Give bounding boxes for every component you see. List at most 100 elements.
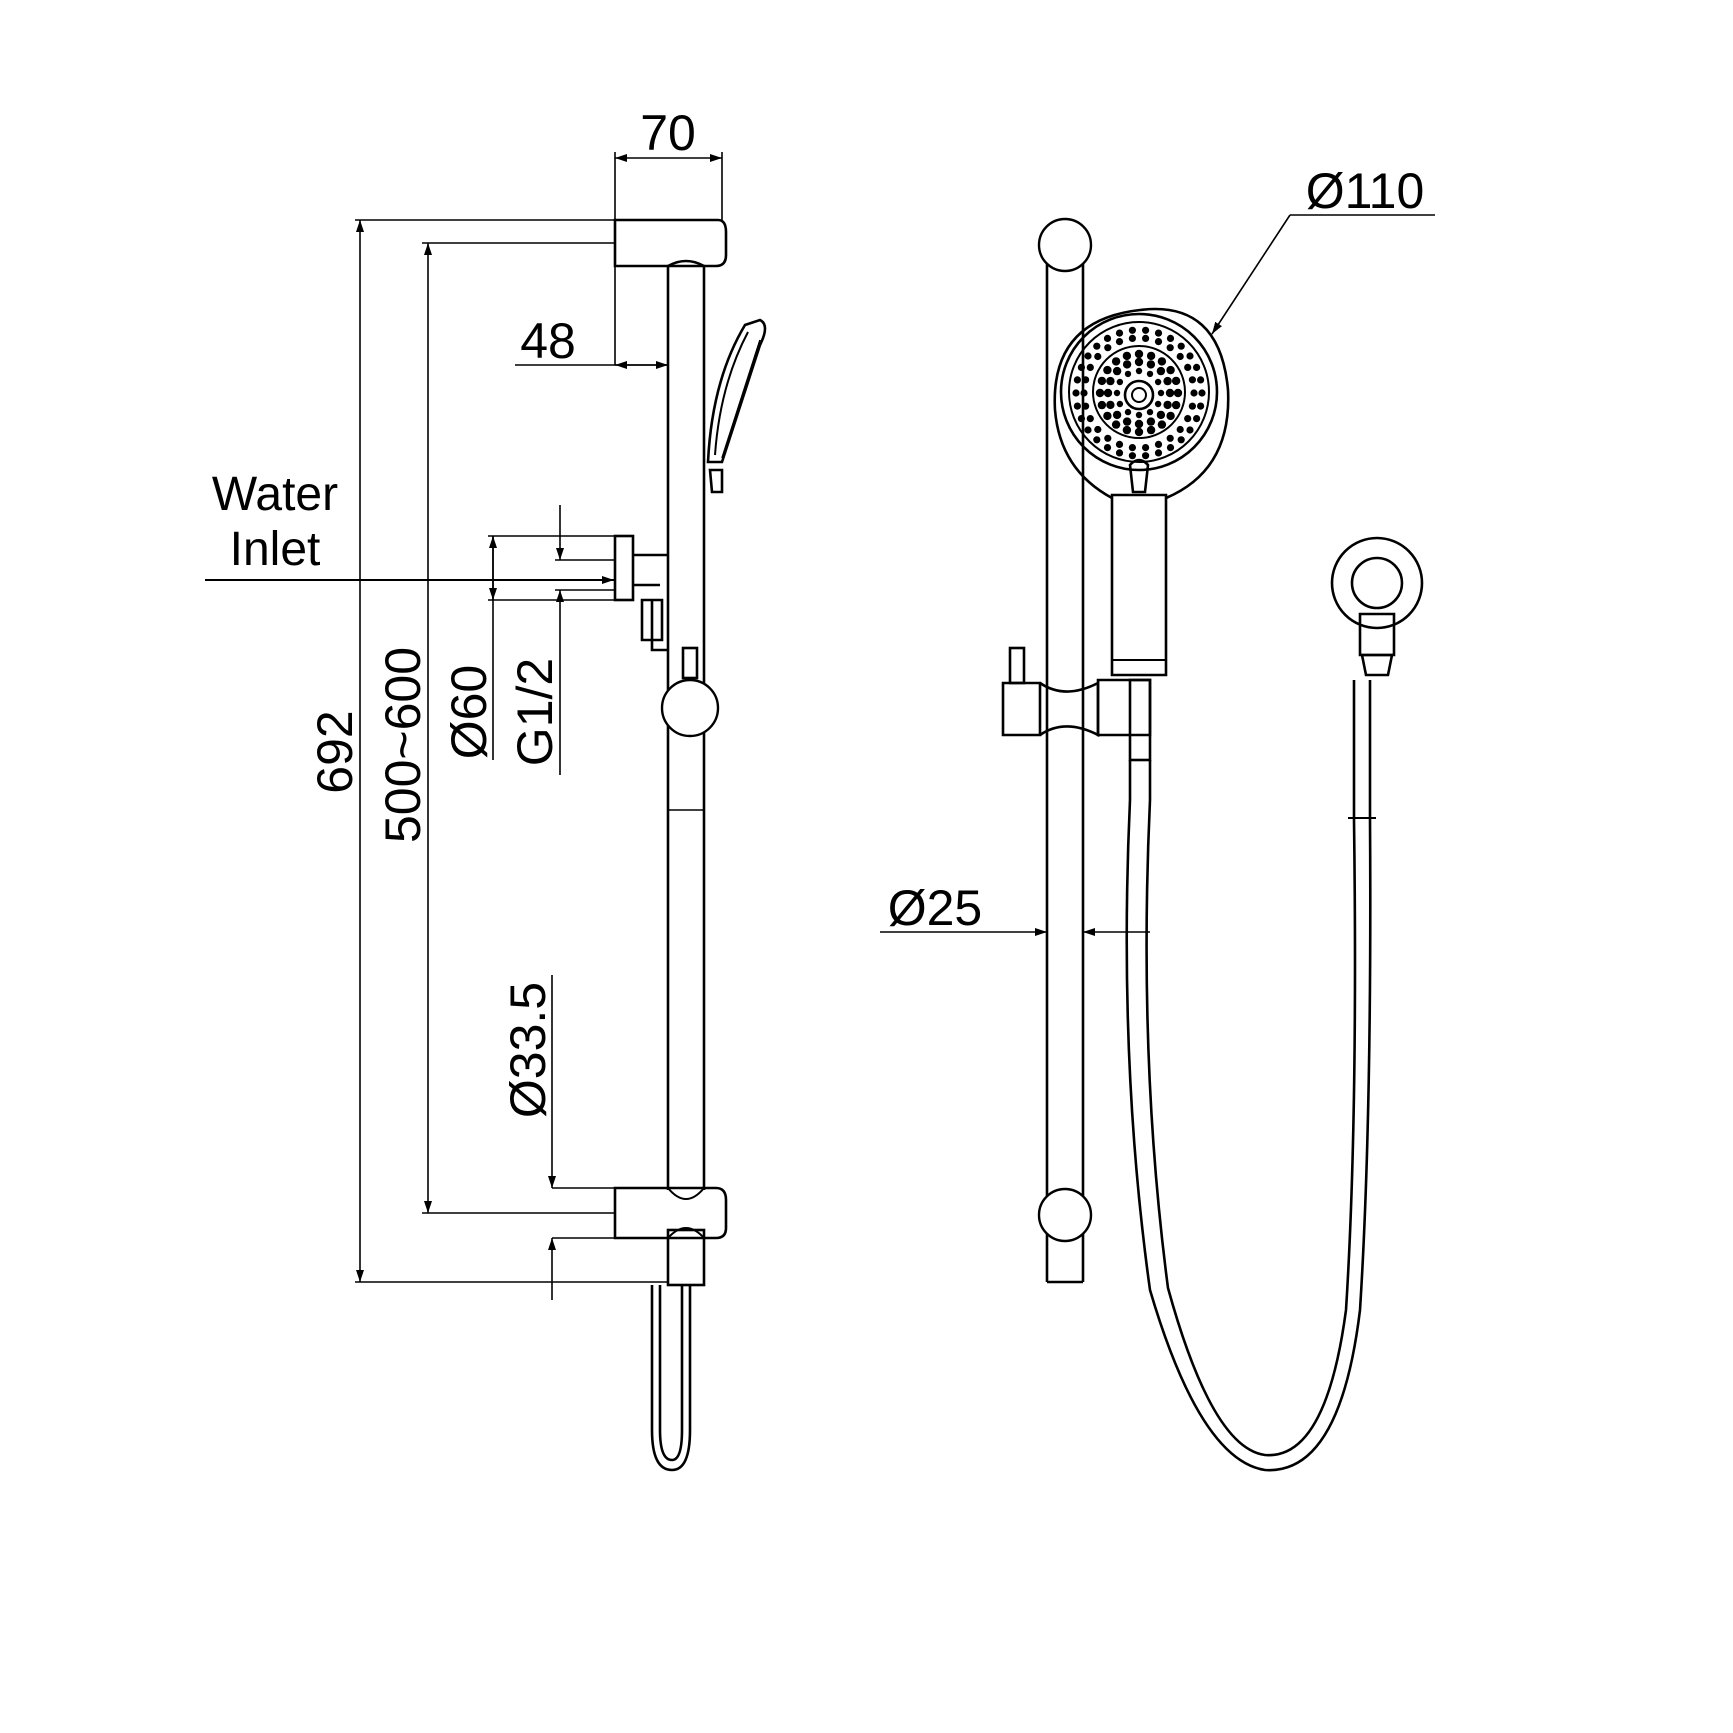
dim-flange-diameter: Ø60 [441, 535, 615, 760]
spray-hole [1122, 360, 1132, 369]
spray-hole [1112, 410, 1122, 420]
dim-label-33-5: Ø33.5 [500, 982, 556, 1118]
spray-hole [1188, 376, 1196, 384]
spray-hole [1142, 334, 1150, 342]
spray-hole [1171, 400, 1181, 410]
spray-hole [1080, 389, 1088, 397]
dim-rail-diameter: Ø25 [880, 880, 1150, 936]
wall-outlet [1330, 536, 1424, 677]
spray-hole [1135, 367, 1143, 375]
spray-hole [1095, 388, 1105, 398]
spray-hole [1156, 410, 1166, 420]
dim-bracket-diameter: Ø33.5 [500, 975, 615, 1300]
spray-hole [1142, 444, 1150, 452]
spray-hole [1094, 425, 1102, 434]
spray-hole [1115, 440, 1124, 448]
spray-hole [1134, 427, 1144, 437]
spray-hole [1166, 365, 1175, 375]
spray-hole [1146, 425, 1156, 435]
spray-hole [1146, 360, 1156, 369]
spray-hole [1157, 357, 1167, 366]
front-hose [1125, 680, 1376, 1472]
spray-hole [1086, 415, 1094, 423]
spray-hole [1166, 444, 1175, 452]
spray-hole [1146, 408, 1154, 416]
front-shower-head [1053, 307, 1230, 500]
dim-label-110: Ø110 [1306, 163, 1425, 219]
dim-thread: G1/2 [507, 505, 615, 775]
dim-head-diameter: Ø110 [1211, 163, 1435, 335]
side-hose [650, 1228, 706, 1472]
spray-hole [1186, 352, 1194, 360]
spray-hole [1072, 389, 1080, 397]
dim-rail-offset: 48 [515, 266, 668, 369]
spray-hole [1156, 366, 1166, 376]
spray-hole [1166, 434, 1174, 442]
spray-hole [1115, 329, 1124, 337]
spray-hole [1104, 434, 1112, 442]
spray-hole [1166, 411, 1175, 421]
spray-hole [1193, 415, 1201, 423]
side-shower-head [706, 318, 767, 494]
spray-hole [1146, 370, 1154, 378]
spray-hole [1198, 389, 1206, 397]
spray-hole [1097, 400, 1107, 410]
spray-hole [1104, 344, 1112, 352]
spray-hole [1115, 449, 1124, 457]
spray-hole [1116, 400, 1124, 408]
spray-holes [1072, 326, 1206, 460]
spray-hole [1134, 357, 1144, 367]
spray-hole [1094, 352, 1102, 361]
spray-hole [1154, 400, 1162, 408]
spray-hole [1154, 329, 1163, 337]
spray-hole [1115, 338, 1124, 346]
spray-hole [1093, 342, 1101, 350]
spray-hole [1166, 334, 1175, 342]
spray-hole [1111, 357, 1121, 366]
spray-hole [1128, 334, 1136, 342]
spray-hole [1111, 420, 1121, 429]
top-bracket [613, 218, 728, 268]
spray-hole [1193, 363, 1201, 371]
spray-hole [1116, 378, 1124, 386]
spray-hole [1188, 402, 1196, 410]
spray-hole [1173, 388, 1183, 398]
spray-hole [1073, 376, 1081, 384]
spray-hole [1171, 376, 1181, 386]
dim-top-width: 70 [614, 105, 723, 220]
spray-hole [1077, 415, 1085, 423]
front-handle [1110, 493, 1168, 762]
spray-hole [1197, 402, 1205, 410]
spray-hole [1197, 376, 1205, 384]
spray-hole [1176, 352, 1184, 361]
spray-hole [1103, 444, 1112, 452]
spray-hole [1106, 376, 1115, 386]
dim-label-25: Ø25 [888, 880, 983, 936]
bottom-bracket [613, 1186, 728, 1240]
spray-hole [1086, 363, 1094, 371]
spray-hole [1165, 388, 1175, 398]
water-inlet-label-line1: Water [212, 468, 338, 521]
spray-hole [1146, 417, 1156, 426]
spray-hole [1186, 426, 1194, 434]
spray-hole [1073, 402, 1081, 410]
spray-hole [1097, 376, 1107, 386]
wall-elbow [613, 534, 668, 652]
spray-hole [1142, 326, 1150, 334]
water-inlet-label-line2: Inlet [230, 523, 321, 576]
dim-overall-height: 692 [307, 219, 668, 1283]
spray-hole [1128, 444, 1136, 452]
spray-hole [1128, 452, 1136, 460]
spray-hole [1176, 425, 1184, 434]
spray-hole [1177, 436, 1185, 444]
spray-hole [1163, 376, 1172, 386]
spray-hole [1184, 415, 1192, 423]
spray-hole [1154, 378, 1162, 386]
spray-hole [1154, 449, 1163, 457]
spray-hole [1103, 411, 1112, 421]
spray-hole [1077, 363, 1085, 371]
dim-label-48: 48 [520, 313, 576, 369]
spray-hole [1128, 326, 1136, 334]
water-inlet: Water Inlet [205, 468, 614, 584]
